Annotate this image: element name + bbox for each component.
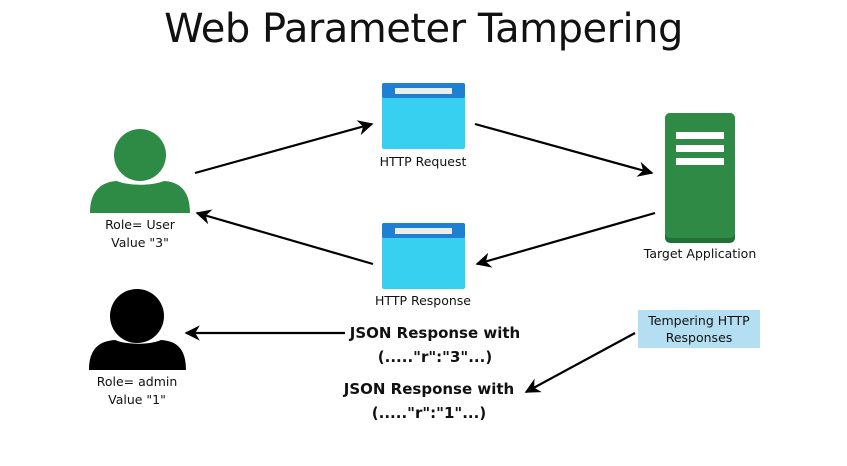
server-icon	[665, 113, 735, 243]
tampering-note-box: Tempering HTTP Responses	[638, 310, 760, 348]
tampering-note-line2: Responses	[665, 330, 733, 345]
user-icon	[90, 129, 190, 213]
json-original-line2: (....."r":"3"...)	[377, 348, 493, 366]
user-role-label: Role= User Value "3"	[70, 216, 210, 252]
http-request-label: HTTP Request	[379, 154, 467, 169]
admin-user-icon	[89, 289, 186, 370]
admin-value-text: Value "1"	[108, 392, 166, 407]
arrow-note-to-json	[524, 332, 636, 393]
http-request-browser-icon	[382, 83, 465, 149]
json-original-message: JSON Response with (....."r":"3"...)	[335, 321, 535, 369]
target-application-label: Target Application	[643, 246, 757, 261]
arrow-user-to-request	[194, 120, 374, 175]
arrow-target-to-response	[475, 211, 656, 268]
http-response-label: HTTP Response	[375, 293, 471, 308]
json-original-line1: JSON Response with	[349, 324, 521, 342]
arrow-request-to-target	[474, 122, 654, 177]
user-value-text: Value "3"	[111, 235, 169, 250]
http-response-browser-icon	[382, 223, 465, 289]
arrow-response-to-user	[195, 209, 374, 266]
user-role-text: Role= User	[105, 217, 175, 232]
admin-role-text: Role= admin	[96, 374, 178, 389]
diagram-title: Web Parameter Tampering	[164, 6, 683, 52]
tampering-note-line1: Tempering HTTP	[648, 313, 750, 328]
json-tampered-line1: JSON Response with	[343, 380, 515, 398]
json-tampered-line2: (....."r":"1"...)	[371, 404, 487, 422]
admin-role-label: Role= admin Value "1"	[67, 373, 207, 409]
json-tampered-message: JSON Response with (....."r":"1"...)	[329, 377, 529, 425]
